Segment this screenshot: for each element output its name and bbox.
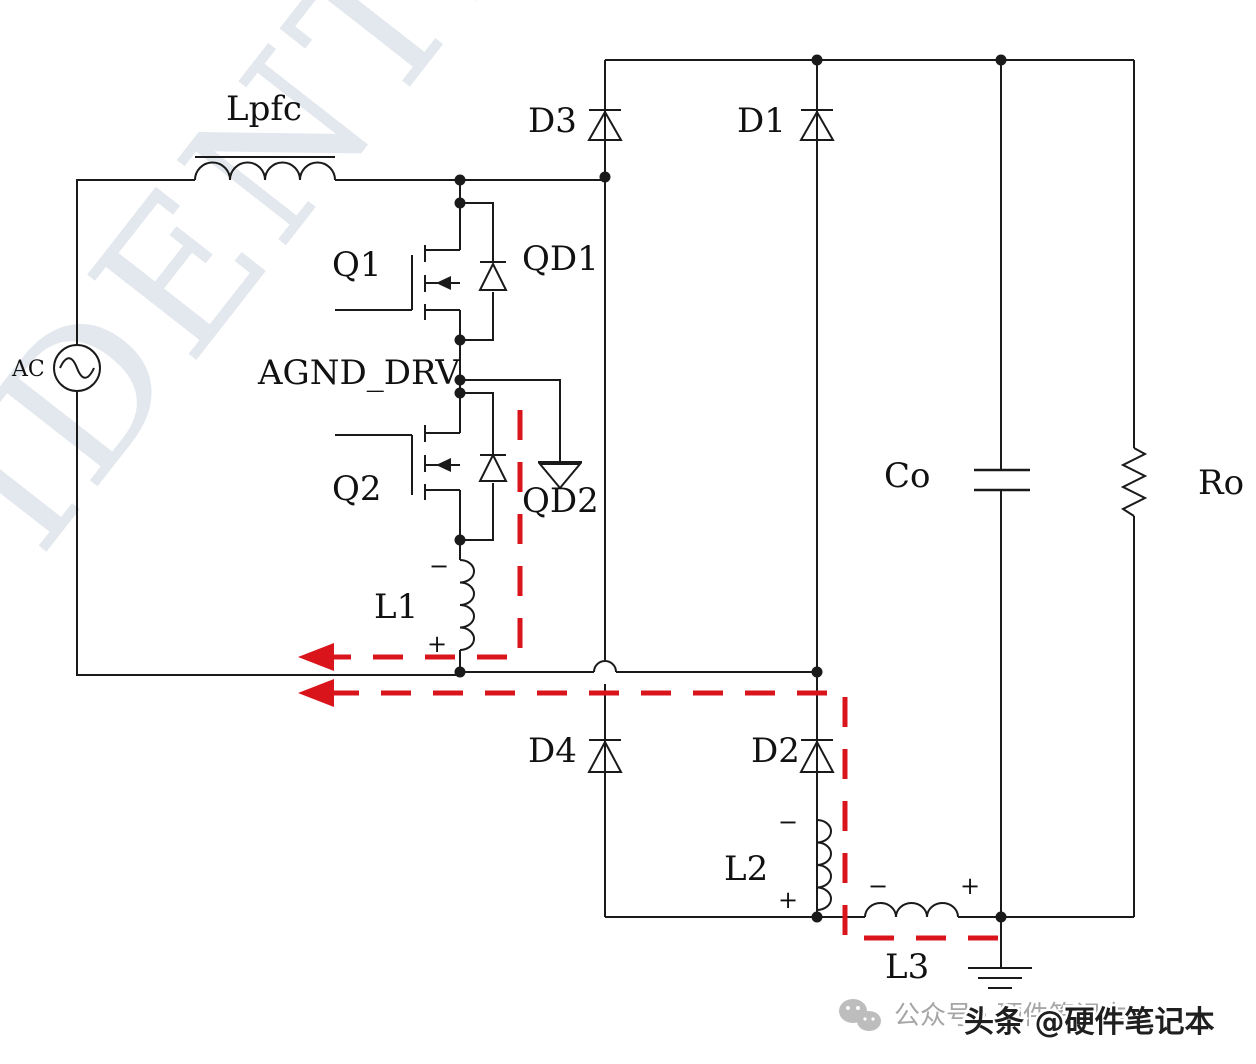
labels: Lpfc AC Q1 QD1 AGND_DRV Q2 QD2 L1 − + D3…	[11, 89, 1244, 987]
label-lpfc: Lpfc	[226, 89, 302, 129]
wire-hop	[593, 660, 617, 673]
diode-qd1	[478, 261, 508, 291]
inductor-l1	[459, 559, 475, 651]
inductor-l2	[816, 819, 832, 911]
label-co: Co	[884, 456, 930, 496]
wire-left-bottom	[76, 392, 460, 676]
label-l2: L2	[724, 849, 768, 889]
inductor-l3	[864, 902, 959, 918]
label-d1: D1	[737, 101, 786, 141]
current-arrows	[298, 643, 334, 707]
label-agnd-drv: AGND_DRV	[257, 353, 461, 393]
ground-symbol	[968, 960, 1032, 989]
agnd-symbol	[537, 461, 583, 490]
lpfc-inductor	[194, 156, 336, 181]
mosfet-q1	[411, 245, 460, 320]
label-l2-minus: −	[778, 808, 798, 836]
junction-dots	[454, 54, 1007, 923]
diode-qd2	[478, 452, 508, 482]
label-l3: L3	[885, 947, 929, 987]
footer-gray-text: 公众号 · 硬件笔记本	[894, 1001, 1127, 1031]
mosfet-q2	[411, 425, 460, 500]
label-d2: D2	[751, 731, 800, 771]
label-d3: D3	[528, 101, 577, 141]
label-qd1: QD1	[522, 239, 599, 279]
label-q2: Q2	[332, 469, 382, 509]
footer-watermark: 公众号 · 硬件笔记本 头条 @硬件笔记本	[839, 999, 1217, 1043]
label-l2-plus: +	[778, 886, 798, 914]
label-ac: AC	[11, 357, 45, 382]
wire-left-loop	[76, 179, 195, 345]
label-l1-plus: +	[427, 630, 447, 658]
wires	[76, 59, 1135, 960]
diode-d3	[587, 109, 623, 141]
label-ro: Ro	[1198, 463, 1244, 503]
label-q1: Q1	[332, 245, 382, 285]
current-path-upper	[330, 410, 523, 660]
label-l1-minus: −	[429, 552, 449, 580]
diode-d4	[587, 739, 623, 773]
ac-source	[53, 344, 101, 392]
label-l3-minus: −	[868, 872, 888, 900]
label-l3-plus: +	[960, 872, 980, 900]
label-l1: L1	[374, 587, 418, 627]
capacitor-co	[974, 468, 1030, 492]
arrow-lower	[298, 679, 334, 707]
current-path	[330, 410, 998, 941]
wechat-icon	[839, 999, 881, 1031]
diode-d2	[799, 739, 835, 773]
label-qd2: QD2	[522, 481, 599, 521]
resistor-ro	[1120, 447, 1148, 517]
footer-bold-text: 头条 @硬件笔记本	[964, 1005, 1214, 1040]
diode-d1	[799, 109, 835, 141]
current-path-lower	[330, 690, 998, 941]
label-d4: D4	[528, 731, 577, 771]
arrow-upper	[298, 643, 334, 671]
